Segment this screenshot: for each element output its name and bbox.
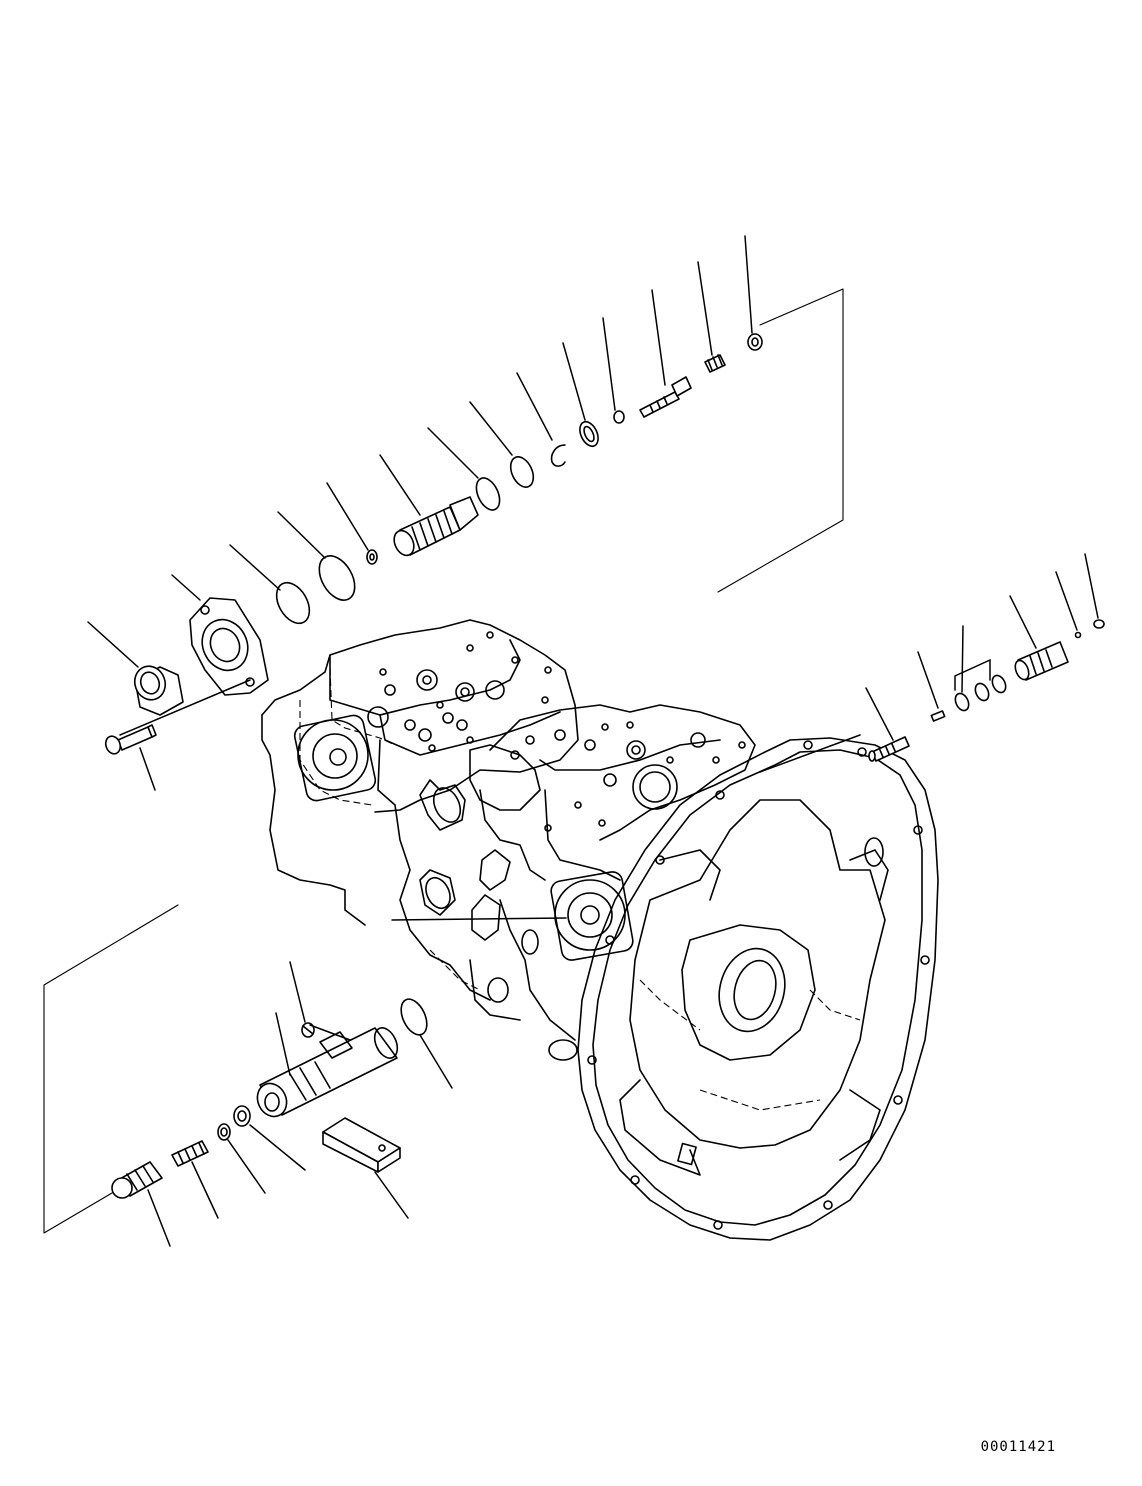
group-frame-lower [43,904,179,1234]
lower-valve-group [111,998,428,1199]
spool-part [256,1027,399,1118]
group-frame-upper [717,288,844,593]
ball-part-right [1074,631,1082,639]
flange-part [189,597,269,696]
nut-part [133,665,184,716]
plug-part-right [1014,641,1069,681]
o-ring-r3 [991,674,1007,694]
poppet-part [639,376,692,418]
spring-cap-part [111,1161,163,1199]
sleeve-part [393,496,479,557]
plug-part-spool [301,1022,315,1038]
plug-part-top [747,333,763,351]
o-ring-5 [583,425,595,443]
right-valve-group [868,619,1105,762]
block-part [322,1117,401,1173]
leader-lines [87,235,1099,1247]
o-ring-4 [509,456,535,488]
o-ring-r1 [954,692,970,712]
small-plug-part [366,549,378,565]
plug-part-lower [217,1123,231,1141]
snap-ring [550,444,566,467]
spring-part-lower [171,1140,209,1167]
o-ring-2 [318,555,356,601]
upper-valve-group [104,333,763,755]
spring-part [704,354,726,373]
o-ring-1 [275,581,311,625]
o-ring-lower [400,998,428,1036]
o-ring-r2 [974,682,990,702]
seat-part [233,1105,251,1127]
stud-part [868,736,910,762]
bolt-part [104,724,157,755]
ball-part [613,410,625,424]
plug-part-small [1093,619,1105,629]
pin-part [930,710,946,722]
figure-id-label: 00011421 [980,1439,1056,1455]
pump-assembly [261,619,939,1241]
o-ring-3 [475,477,501,511]
